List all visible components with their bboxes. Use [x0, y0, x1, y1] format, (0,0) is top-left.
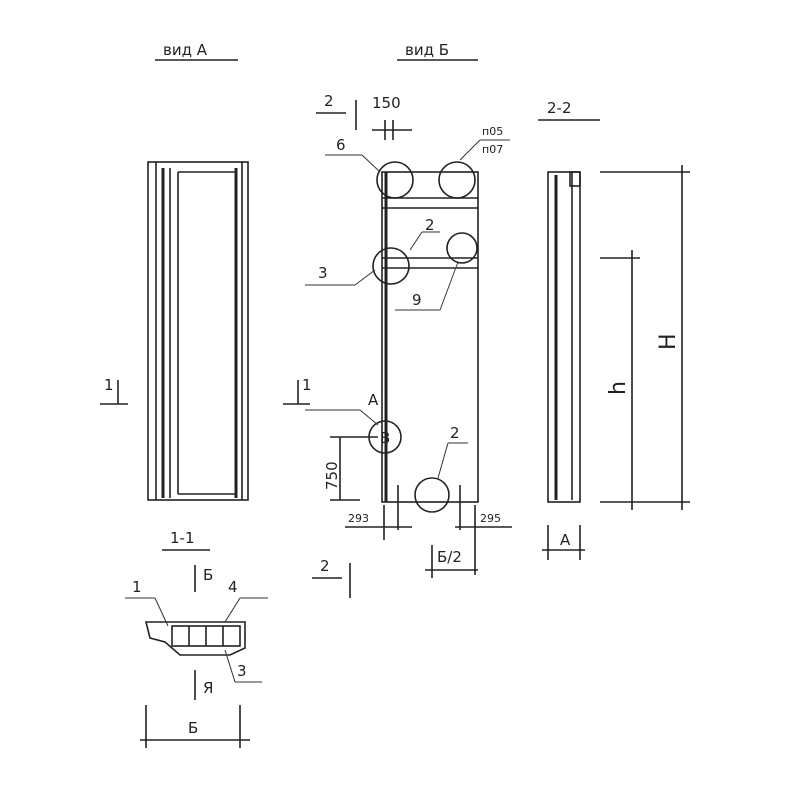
- dim-150: 150: [372, 94, 401, 112]
- callout-2-lower: 2: [450, 424, 460, 442]
- callout-2-upper: 2: [425, 216, 435, 234]
- section-1-1-title: 1-1: [170, 529, 195, 547]
- svg-text:2: 2: [324, 92, 334, 110]
- callout-9: 9: [412, 291, 422, 309]
- svg-text:1: 1: [302, 376, 312, 394]
- section-2-2-title: 2-2: [547, 99, 572, 117]
- callout-p07: п07: [482, 143, 503, 156]
- dim-750: 750: [323, 461, 341, 490]
- dim-b-half: Б/2: [437, 548, 462, 566]
- cut-marker-1-left: 1: [100, 376, 128, 405]
- svg-text:1: 1: [104, 376, 114, 394]
- cut-marker-2-top: 2: [316, 92, 357, 130]
- callout-6: 6: [336, 136, 346, 154]
- dim-b: Б: [188, 719, 198, 737]
- view-b-title: вид Б: [405, 41, 449, 59]
- dim-a: А: [560, 531, 571, 549]
- section-callout-4: 4: [228, 578, 238, 596]
- view-a-title: вид А: [163, 41, 208, 59]
- section-arrow-ya: Я: [203, 679, 213, 697]
- callout-a: А: [368, 391, 379, 409]
- section-arrow-b: Б: [203, 566, 213, 584]
- section-callout-3: 3: [237, 662, 247, 680]
- node-2-lower-circle: [414, 477, 450, 513]
- node-9-circle: [446, 232, 478, 264]
- svg-text:2: 2: [320, 557, 330, 575]
- cut-marker-2-bottom: 2: [312, 557, 351, 598]
- dim-295: 295: [480, 512, 501, 525]
- section-callout-1: 1: [132, 578, 142, 596]
- node-6-circle: [376, 161, 414, 199]
- dim-H: H: [656, 333, 681, 350]
- node-3-circle: [372, 247, 410, 285]
- node-p05-circle: [438, 161, 476, 199]
- section-1-1-profile: [144, 621, 246, 656]
- callout-3: 3: [318, 264, 328, 282]
- dim-h: h: [606, 381, 631, 395]
- dim-293: 293: [348, 512, 369, 525]
- callout-p05: п05: [482, 125, 503, 138]
- cut-marker-1-mid: 1: [283, 376, 312, 405]
- node-b-label: В: [380, 429, 390, 447]
- view-a-panel: [147, 161, 249, 501]
- section-2-2-profile: [547, 171, 581, 503]
